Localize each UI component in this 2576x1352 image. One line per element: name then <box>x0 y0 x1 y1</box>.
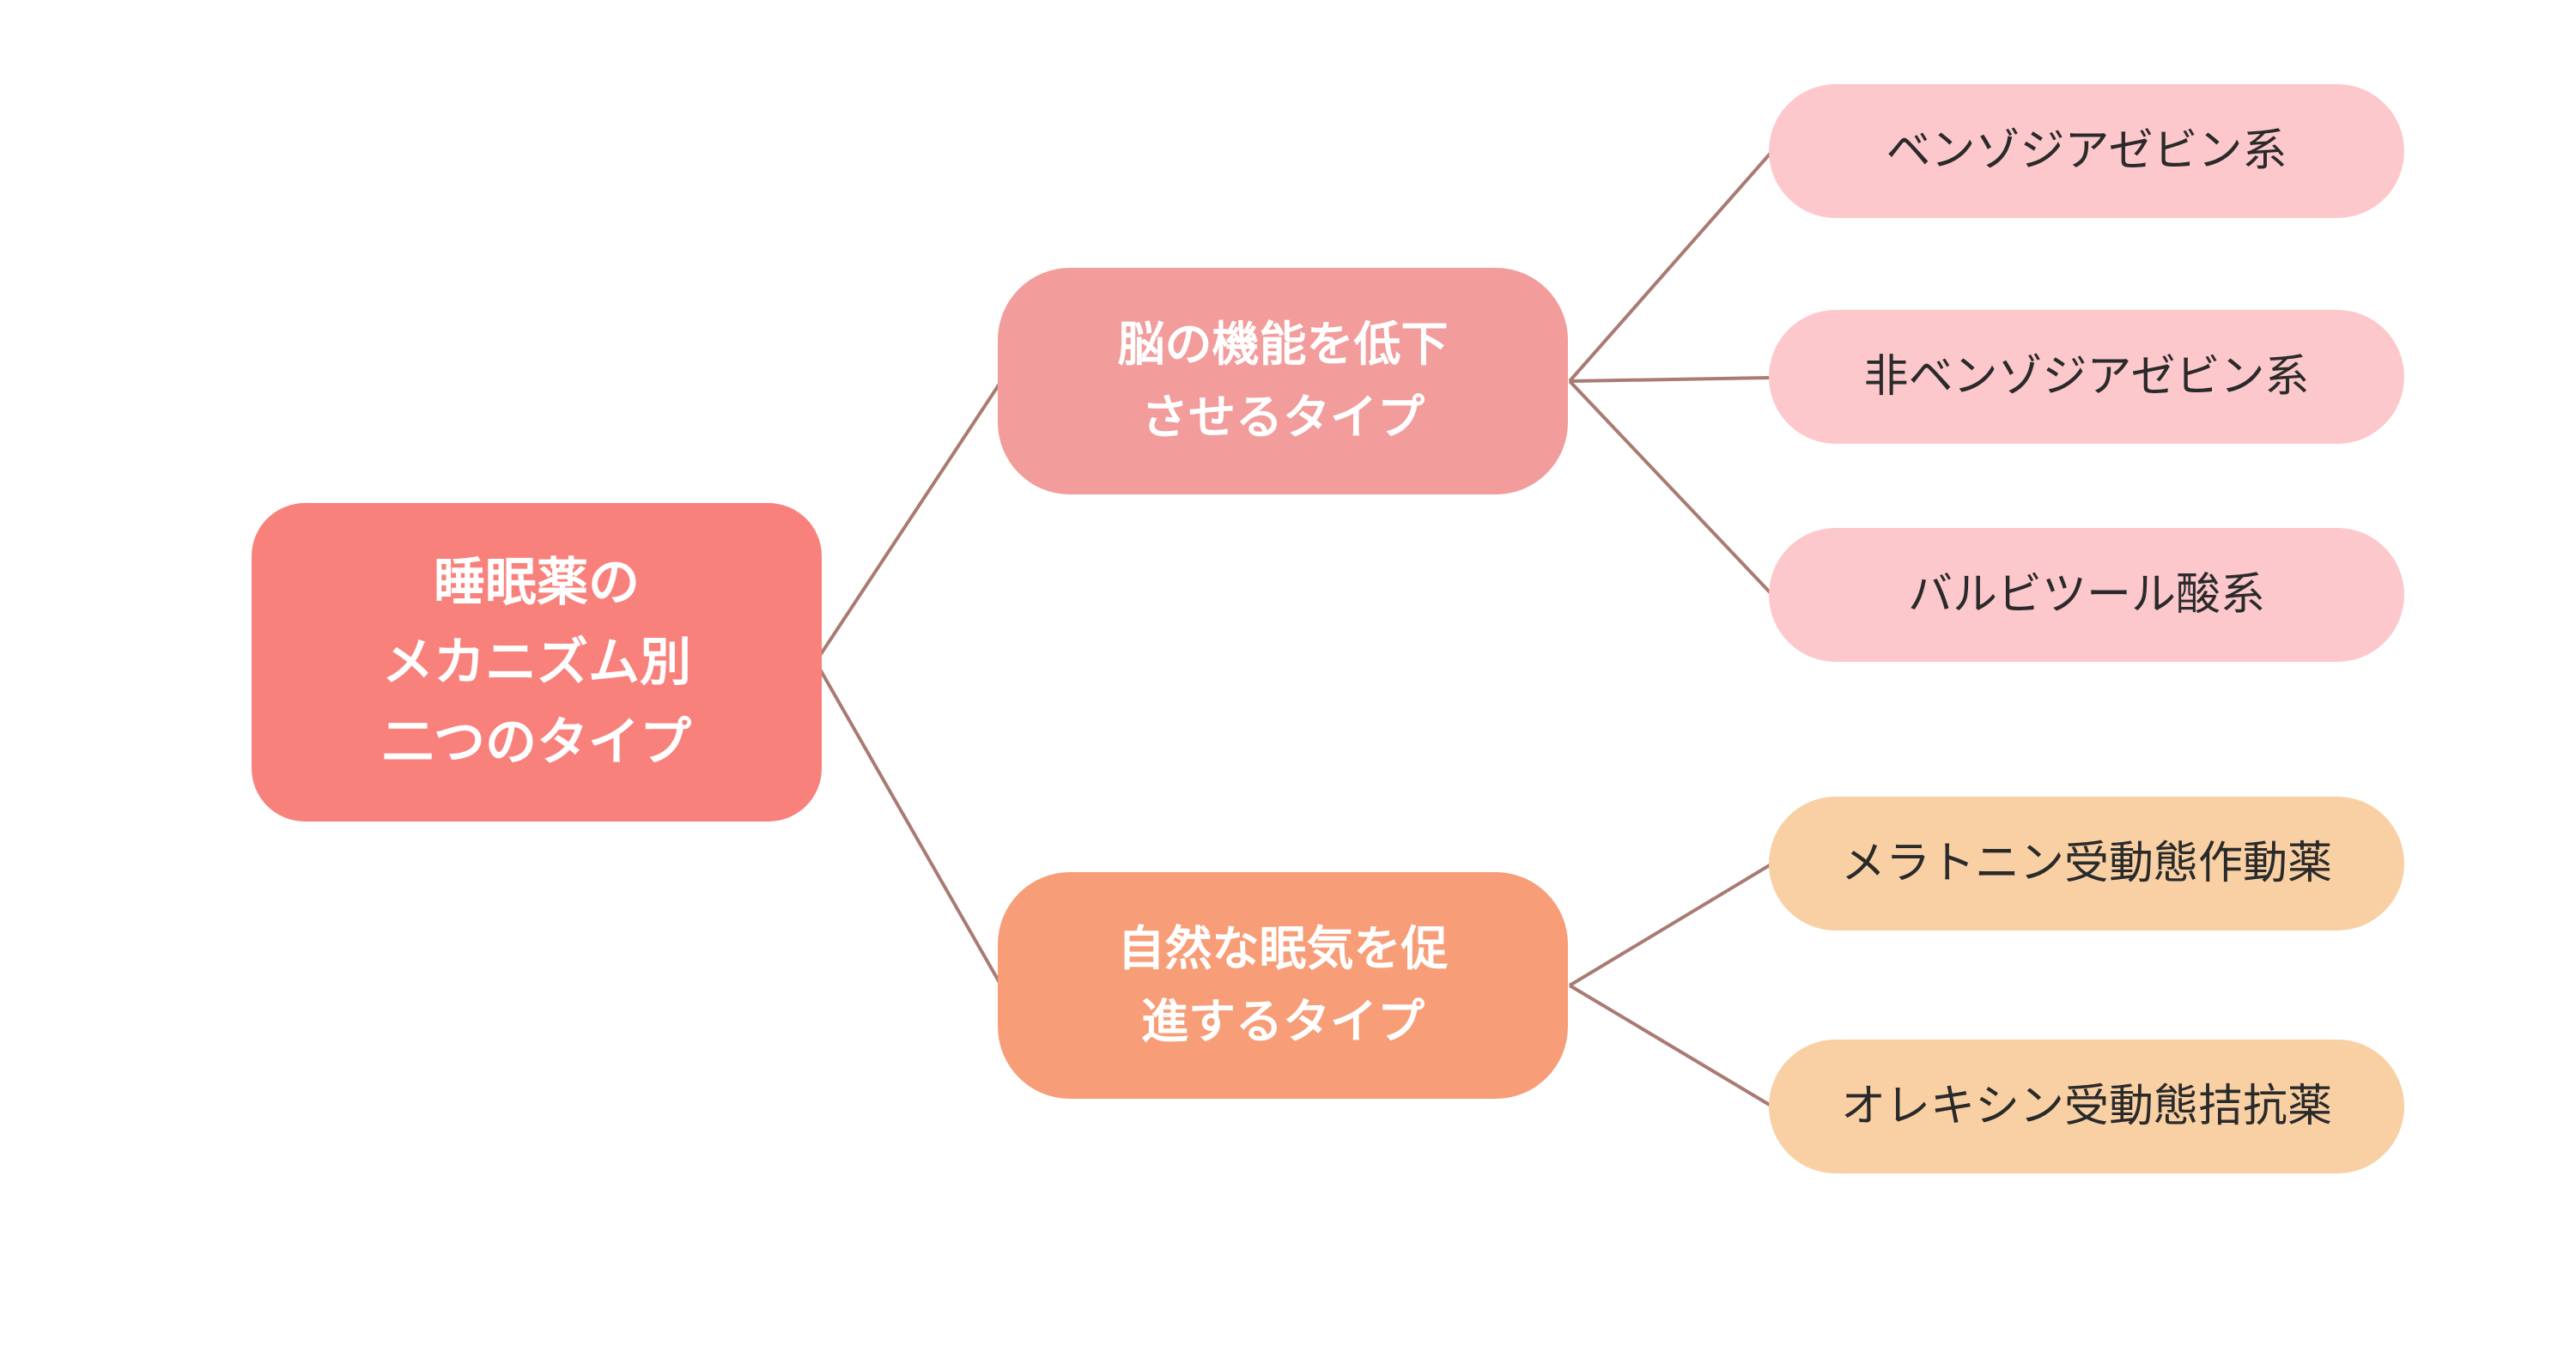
leaf-node-label: 非ベンゾジアゼビン系 <box>1863 351 2310 402</box>
leaf-node-barbiturate: バルビツール酸系 <box>1769 528 2404 662</box>
leaf-node-label: ベンゾジアゼビン系 <box>1886 125 2287 176</box>
leaf-node-benzodiazepine: ベンゾジアゼビン系 <box>1769 84 2404 218</box>
root-node-sleep-medication-types: 睡眠薬の メカニズム別 二つのタイプ <box>252 503 822 822</box>
branch-node-label-line: させるタイプ <box>1140 391 1425 444</box>
branch-node-label-line: 進するタイプ <box>1140 995 1425 1048</box>
connector-natural-to-leaf-4 <box>1568 862 1774 987</box>
leaf-node-non-benzodiazepine: 非ベンゾジアゼビン系 <box>1769 310 2404 444</box>
connector-root-to-branch-brain <box>814 379 1003 664</box>
leaf-node-label: オレキシン受動態拮抗薬 <box>1840 1081 2332 1131</box>
branch-node-label-line: 自然な眠気を促 <box>1117 921 1449 975</box>
leaf-node-label: メラトニン受動態作動薬 <box>1840 838 2332 888</box>
branch-node-natural-sleepiness-type: 自然な眠気を促 進するタイプ <box>998 872 1568 1099</box>
leaf-node-orexin-antagonist: オレキシン受動態拮抗薬 <box>1769 1040 2404 1173</box>
connector-brain-to-leaf-2 <box>1569 376 1773 383</box>
root-node-label-line: 二つのタイプ <box>382 713 691 771</box>
connector-brain-to-leaf-1 <box>1568 149 1774 383</box>
branch-node-label-line: 脳の機能を低下 <box>1117 317 1449 371</box>
connector-root-to-branch-natural <box>814 661 1003 986</box>
leaf-node-label: バルビツール酸系 <box>1907 569 2265 620</box>
root-node-label-line: メカニズム別 <box>382 634 691 691</box>
connector-brain-to-leaf-3 <box>1568 379 1774 597</box>
root-node-label-line: 睡眠薬の <box>434 554 640 611</box>
branch-node-brain-suppression-type: 脳の機能を低下 させるタイプ <box>998 268 1568 494</box>
connector-natural-to-leaf-5 <box>1568 984 1774 1108</box>
leaf-node-melatonin-agonist: メラトニン受動態作動薬 <box>1769 797 2404 931</box>
